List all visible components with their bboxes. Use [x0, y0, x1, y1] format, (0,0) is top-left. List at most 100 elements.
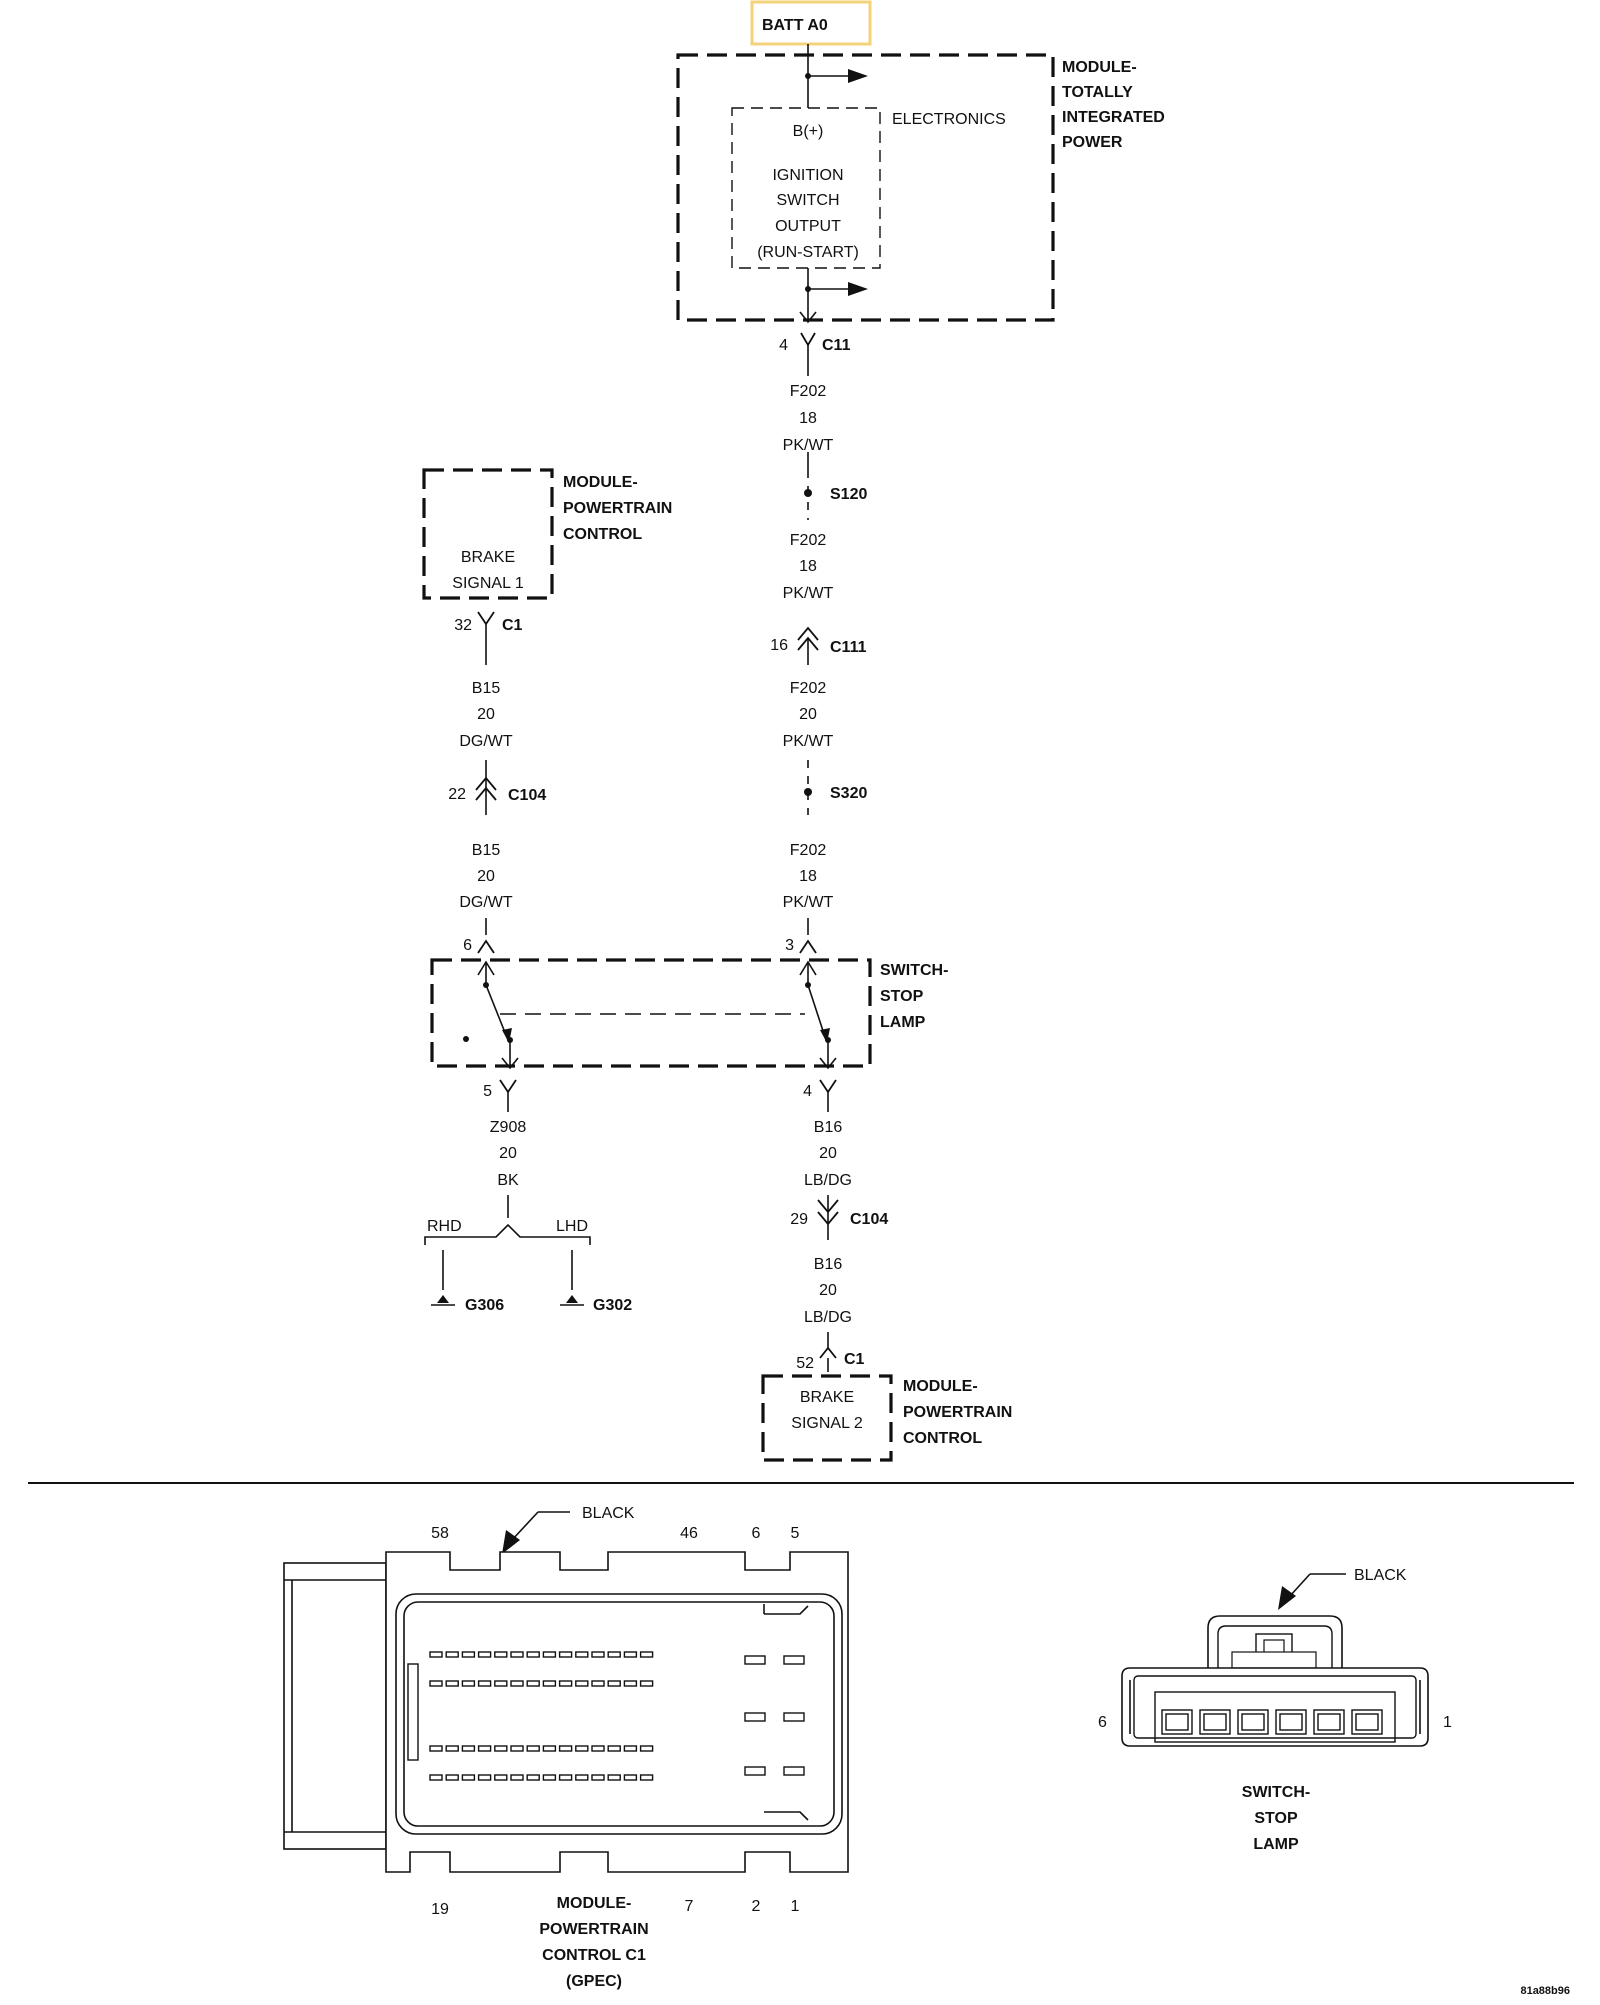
sw-pin-row — [1161, 1709, 1383, 1735]
pcm-right-title-1: MODULE- — [903, 1378, 978, 1395]
pcm-color-label: BLACK — [582, 1505, 635, 1522]
pcm-left-box-2: SIGNAL 1 — [452, 575, 524, 592]
pcm-right-title-2: POWERTRAIN — [903, 1404, 1012, 1421]
sw-out-right-icon — [819, 1079, 837, 1094]
lw2-color: DG/WT — [459, 894, 513, 911]
sw-in-right-icon — [799, 939, 817, 954]
sw-pin-6-label: 6 — [1098, 1714, 1107, 1731]
pcm-pin-cavity — [429, 1774, 443, 1781]
pcm-latch — [283, 1562, 387, 1850]
pcm-pin-cavity — [575, 1651, 589, 1658]
pcm-left-title-2: POWERTRAIN — [563, 500, 672, 517]
c1-right-label: C1 — [844, 1351, 865, 1368]
pcm-pin-cavity — [477, 1745, 492, 1752]
pcm-pin-cavity — [623, 1651, 638, 1658]
ign-label-2: SWITCH — [776, 192, 839, 209]
tipm-title-1: MODULE- — [1062, 59, 1137, 76]
electronics-label: ELECTRONICS — [892, 111, 1006, 128]
pcm-left-title-3: CONTROL — [563, 526, 642, 543]
ign-out-arrow — [799, 311, 817, 324]
sw-caption-2: STOP — [1254, 1810, 1298, 1827]
pcm-pin-cavity — [526, 1774, 540, 1781]
pcm-caption-4: (GPEC) — [566, 1973, 622, 1990]
w5-circuit: B16 — [814, 1119, 843, 1136]
switch-title-3: LAMP — [880, 1014, 926, 1031]
lw2-circuit: B15 — [472, 842, 501, 859]
pcm-pin-cavity — [526, 1651, 540, 1658]
pcm-black-arrow — [502, 1530, 520, 1554]
c1-left-connector-icon — [477, 611, 495, 626]
pcm-pin-cavity — [607, 1745, 621, 1752]
pcm-pin-2: 2 — [752, 1898, 761, 1915]
lw3-gauge: 20 — [499, 1145, 517, 1162]
pcm-pin-grid — [429, 1651, 805, 1781]
sw-pin-cavity-inner — [1241, 1713, 1265, 1731]
pcm-pin-cavity-large — [744, 1655, 766, 1665]
batt-label: BATT A0 — [762, 17, 828, 34]
switch-title-1: SWITCH- — [880, 962, 948, 979]
pcm-pin-cavity — [445, 1651, 459, 1658]
pcm-caption-3: CONTROL C1 — [542, 1947, 646, 1964]
g306-ground-icon — [437, 1295, 449, 1303]
lw1-circuit: B15 — [472, 680, 501, 697]
lw1-gauge: 20 — [477, 706, 495, 723]
pcm-key-notch-top — [764, 1605, 809, 1615]
sw-latch-bar — [1231, 1651, 1317, 1669]
c104-right-connector-icon — [817, 1199, 839, 1226]
pcm-pin-cavity — [477, 1680, 492, 1687]
pcm-pin-cavity — [461, 1745, 476, 1752]
sw-pin-cavity-inner — [1317, 1713, 1341, 1731]
rhd-lhd-bracket — [424, 1223, 591, 1245]
c11-pin: 4 — [779, 337, 788, 354]
s120-splice-dot — [804, 489, 812, 497]
c111-label: C111 — [830, 639, 867, 656]
pcm-pin-cavity — [461, 1774, 476, 1781]
pcm-pin-cavity — [591, 1680, 605, 1687]
sw-left-open-contact — [463, 1036, 469, 1042]
sw-pin-cavity-inner — [1279, 1713, 1303, 1731]
batt-label-box — [750, 0, 872, 46]
pcm-pin-cavity — [575, 1774, 589, 1781]
pcm-pin-cavity-large — [744, 1766, 766, 1776]
wire-label-mask-1 — [770, 376, 846, 452]
pcm-pin-cavity — [575, 1680, 589, 1687]
lw2-gauge: 20 — [477, 868, 495, 885]
tipm-title-3: INTEGRATED — [1062, 109, 1165, 126]
electronics-box — [731, 107, 881, 269]
c11-label: C11 — [822, 337, 851, 354]
sw-in-left-icon — [477, 939, 495, 954]
ign-label-3: OUTPUT — [775, 218, 841, 235]
pcm-pin-cavity — [607, 1651, 621, 1658]
pcm-pin-cavity — [526, 1745, 540, 1752]
w1-gauge: 18 — [799, 410, 817, 427]
ign-label-1: IGNITION — [772, 167, 843, 184]
w4-color: PK/WT — [783, 894, 834, 911]
batt-arrow-head — [848, 69, 868, 83]
sw-pin-1-label: 1 — [1443, 1714, 1452, 1731]
sw-black-leader-d — [1289, 1573, 1311, 1597]
pcm-pin-cavity — [607, 1680, 621, 1687]
tipm-title-4: POWER — [1062, 134, 1123, 151]
rhd-label: RHD — [427, 1218, 462, 1235]
sw-caption-1: SWITCH- — [1242, 1784, 1310, 1801]
sw-in-right-pin: 3 — [785, 937, 794, 954]
sw-connector-inner — [1133, 1675, 1417, 1739]
w6-color: LB/DG — [804, 1309, 852, 1326]
pcm-pin-cavity — [575, 1745, 589, 1752]
sw-out-right-pin: 4 — [803, 1083, 812, 1100]
s120-label: S120 — [830, 486, 867, 503]
sw-caption-3: LAMP — [1253, 1836, 1299, 1853]
c111-pin: 16 — [770, 637, 788, 654]
w3-circuit: F202 — [790, 680, 827, 697]
c104-left-pin: 22 — [448, 786, 466, 803]
sw-out-left-pin: 5 — [483, 1083, 492, 1100]
pcm-left-box-1: BRAKE — [461, 549, 515, 566]
pcm-pin-cavity — [429, 1680, 443, 1687]
pcm-pin-cavity — [510, 1651, 524, 1658]
pcm-pin-cavity — [494, 1680, 508, 1687]
w3-gauge: 20 — [799, 706, 817, 723]
pcm-pin-cavity — [542, 1774, 557, 1781]
sw-pin-cavity-inner — [1203, 1713, 1227, 1731]
pcm-pin-cavity — [429, 1651, 443, 1658]
